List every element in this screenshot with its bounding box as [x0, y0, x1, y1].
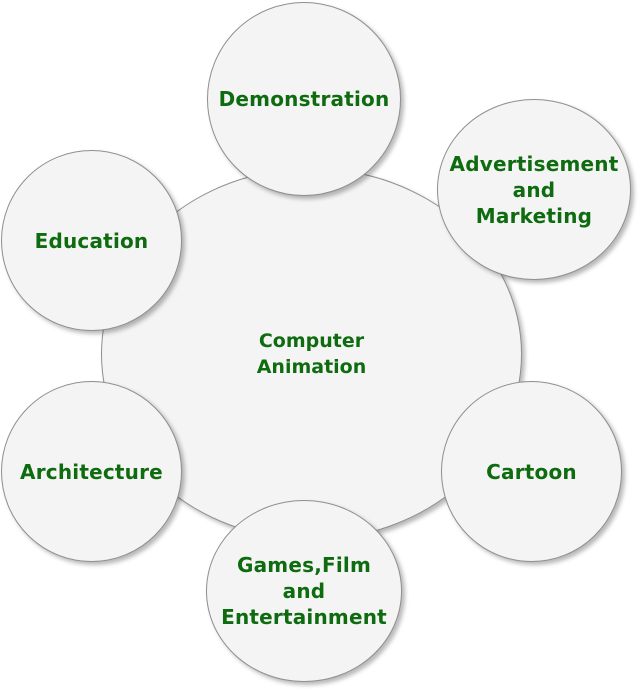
node-label-games-film-entertainment: Games,Film and Entertainment — [221, 553, 387, 629]
node-label-education: Education — [34, 228, 149, 253]
node-cartoon: Cartoon — [441, 381, 622, 562]
node-games-film-entertainment: Games,Film and Entertainment — [206, 500, 402, 682]
node-demonstration: Demonstration — [207, 2, 401, 196]
node-label-advertisement-marketing: Advertisement and Marketing — [449, 151, 619, 228]
node-education: Education — [1, 150, 182, 331]
node-label-cartoon: Cartoon — [486, 459, 577, 484]
center-node-label: Computer Animation — [256, 330, 367, 378]
node-architecture: Architecture — [1, 381, 182, 562]
node-label-architecture: Architecture — [20, 459, 163, 484]
node-advertisement-marketing: Advertisement and Marketing — [437, 99, 631, 280]
node-label-demonstration: Demonstration — [218, 87, 390, 111]
